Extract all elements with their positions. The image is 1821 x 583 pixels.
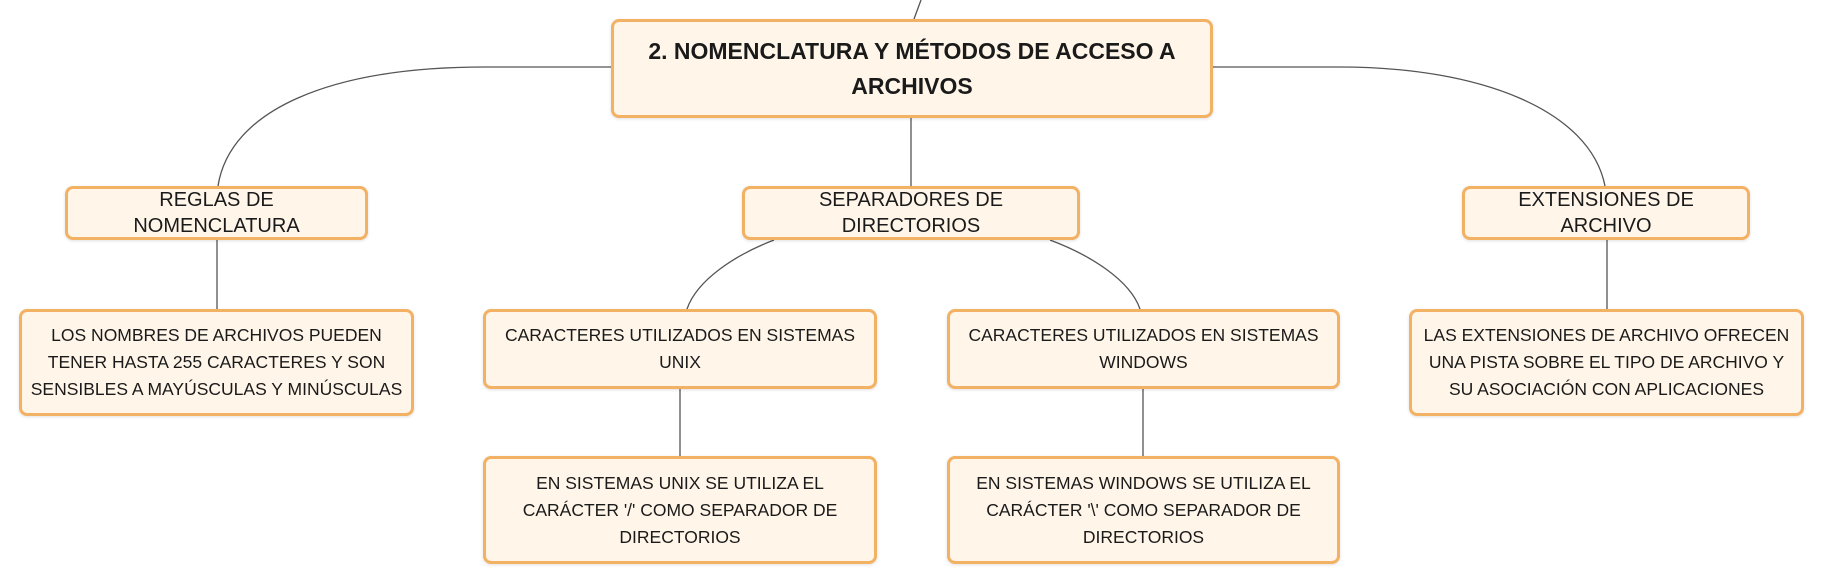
node-unix-detail[interactable]: EN SISTEMAS UNIX SE UTILIZA EL CARÁCTER … bbox=[483, 456, 877, 564]
node-windows-detail[interactable]: EN SISTEMAS WINDOWS SE UTILIZA EL CARÁCT… bbox=[947, 456, 1340, 564]
connector-separadores-windows bbox=[1049, 239, 1141, 310]
node-label: SEPARADORES DE DIRECTORIOS bbox=[818, 189, 1004, 237]
root-node[interactable]: 2. NOMENCLATURA Y MÉTODOS DE ACCESO A AR… bbox=[611, 19, 1213, 118]
node-caracteres-windows[interactable]: CARACTERES UTILIZADOS EN SISTEMAS WINDOW… bbox=[947, 309, 1340, 389]
node-label: EXTENSIONES DE ARCHIVO bbox=[1518, 189, 1694, 237]
node-label: LOS NOMBRES DE ARCHIVOS PUEDEN TENER HAS… bbox=[30, 325, 403, 399]
node-label: EN SISTEMAS WINDOWS SE UTILIZA EL CARÁCT… bbox=[976, 472, 1311, 547]
node-caracteres-unix[interactable]: CARACTERES UTILIZADOS EN SISTEMAS UNIX bbox=[483, 309, 877, 389]
node-label: REGLAS DE NOMENCLATURA bbox=[133, 189, 300, 237]
node-extensiones-de-archivo[interactable]: EXTENSIONES DE ARCHIVO bbox=[1462, 186, 1750, 240]
node-label: CARACTERES UTILIZADOS EN SISTEMAS WINDOW… bbox=[968, 325, 1319, 372]
connector-parent-stub bbox=[913, 0, 922, 20]
connector-root-extensiones bbox=[1213, 66, 1606, 187]
connector-separadores-unix bbox=[686, 239, 775, 310]
root-label: 2. NOMENCLATURA Y MÉTODOS DE ACCESO A AR… bbox=[648, 37, 1176, 99]
node-extensiones-detail[interactable]: LAS EXTENSIONES DE ARCHIVO OFRECEN UNA P… bbox=[1409, 309, 1804, 416]
node-label: EN SISTEMAS UNIX SE UTILIZA EL CARÁCTER … bbox=[522, 472, 838, 547]
node-reglas-detail[interactable]: LOS NOMBRES DE ARCHIVOS PUEDEN TENER HAS… bbox=[19, 309, 414, 416]
node-label: CARACTERES UTILIZADOS EN SISTEMAS UNIX bbox=[504, 325, 856, 372]
connector-root-reglas bbox=[217, 66, 611, 187]
node-label: LAS EXTENSIONES DE ARCHIVO OFRECEN UNA P… bbox=[1423, 325, 1790, 399]
node-separadores-de-directorios[interactable]: SEPARADORES DE DIRECTORIOS bbox=[742, 186, 1080, 240]
node-reglas-de-nomenclatura[interactable]: REGLAS DE NOMENCLATURA bbox=[65, 186, 368, 240]
